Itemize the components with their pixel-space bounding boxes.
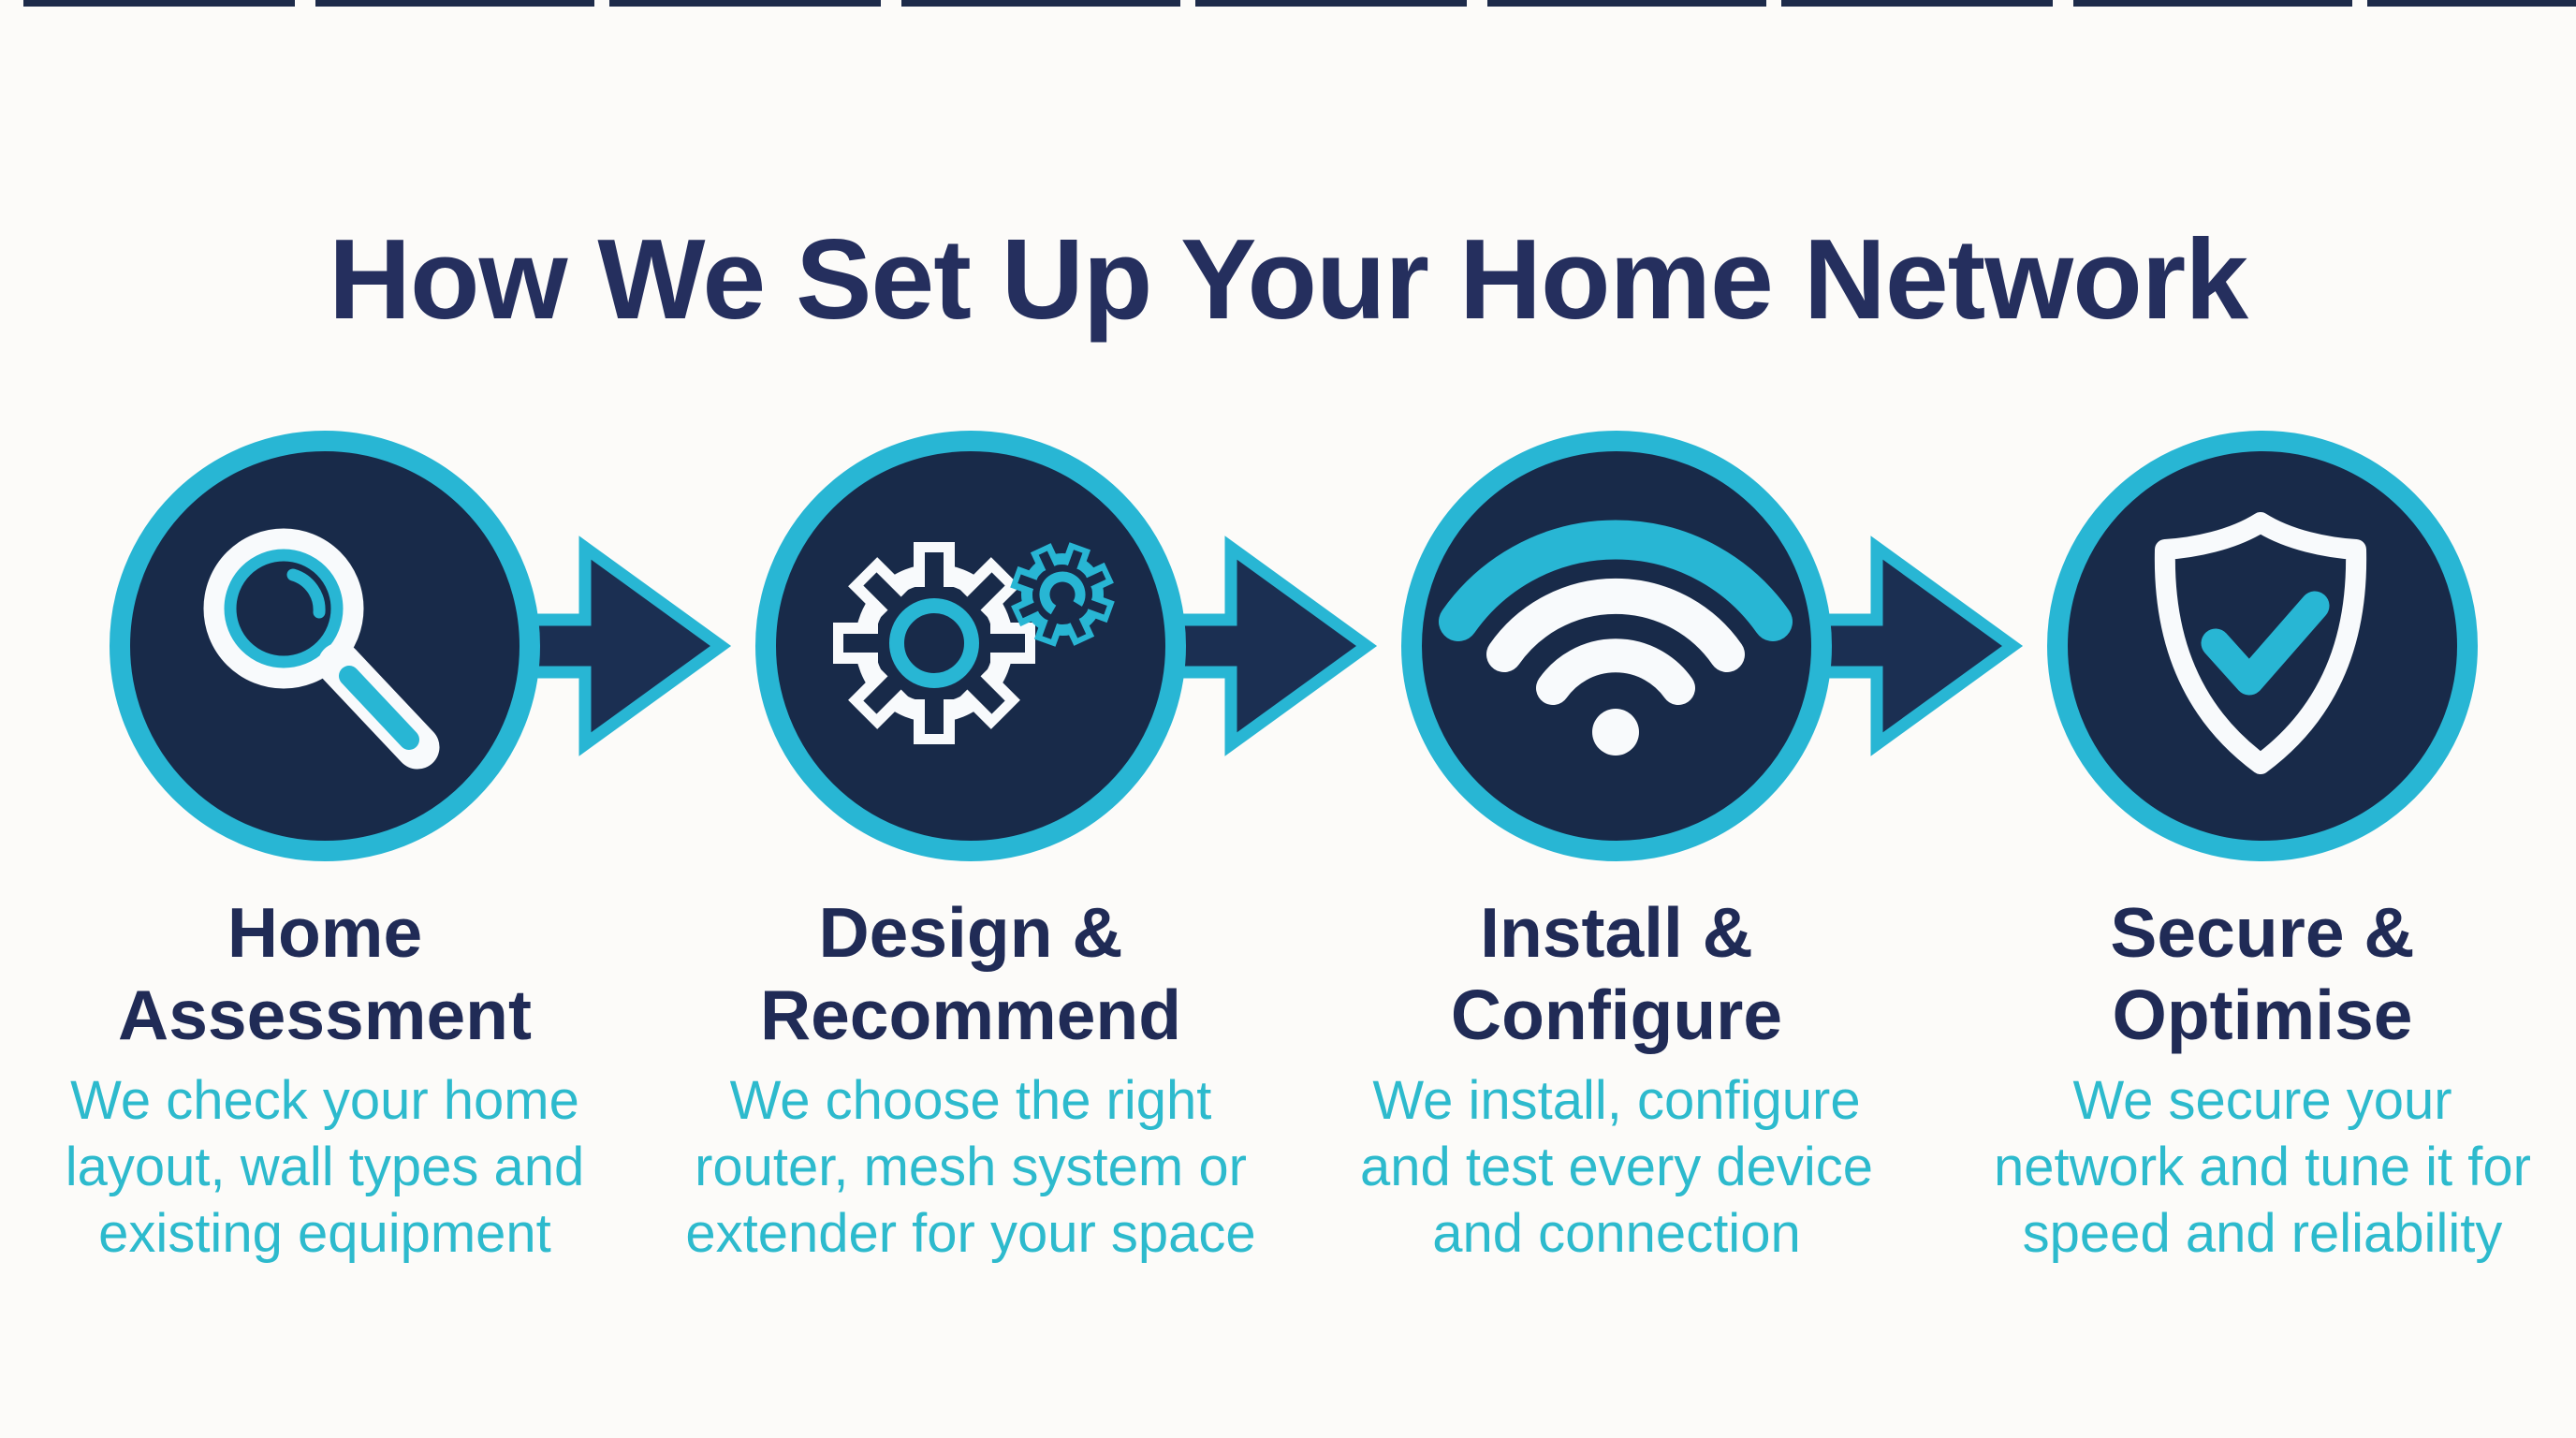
step-description-line: extender for your space [685, 1203, 1256, 1264]
step-circle [755, 431, 1186, 861]
top-edge-banner [23, 0, 2576, 7]
step-description-line: layout, wall types and [65, 1137, 585, 1197]
step-heading: Home Assessment [2, 891, 648, 1056]
page-title: How We Set Up Your Home Network [328, 214, 2248, 343]
step-heading-line: Assessment [118, 976, 532, 1054]
magnifier-icon [203, 528, 440, 770]
step-description: We choose the right router, mesh system … [648, 1067, 1294, 1267]
step-description-line: speed and reliability [2022, 1203, 2503, 1264]
gears-icon [833, 542, 1115, 744]
step-heading: Install & Configure [1294, 891, 1939, 1056]
step-heading-line: Secure & [2110, 893, 2415, 972]
step-description-line: We choose the right [729, 1070, 1212, 1131]
step-description-line: We install, configure [1372, 1070, 1861, 1131]
shield-check-icon [2154, 512, 2367, 774]
step-heading-line: Optimise [2112, 976, 2413, 1054]
step-description: We install, configure and test every dev… [1294, 1067, 1939, 1267]
step-description-line: We secure your [2072, 1070, 2452, 1131]
big-gear-teeth [833, 542, 1035, 744]
step-heading-line: Home [227, 893, 423, 972]
step-heading-line: Install & [1480, 893, 1753, 972]
wifi-icon [1439, 520, 1793, 756]
step-heading: Secure & Optimise [1939, 891, 2576, 1056]
step-heading-line: Design & [818, 893, 1123, 972]
step-circle [110, 431, 540, 861]
step-heading-line: Recommend [759, 976, 1182, 1054]
step-description: We check your home layout, wall types an… [2, 1067, 648, 1267]
step-description-line: router, mesh system or [695, 1137, 1247, 1197]
small-gear-teeth [1010, 542, 1115, 647]
step-description-line: existing equipment [98, 1203, 551, 1264]
step-circle [2047, 431, 2478, 861]
step-description-line: We check your home [70, 1070, 579, 1131]
step-description-line: and test every device [1359, 1137, 1874, 1197]
step-circle [1401, 431, 1832, 861]
step-description-line: network and tune it for [1994, 1137, 2531, 1197]
step-description-line: and connection [1432, 1203, 1801, 1264]
step-heading: Design & Recommend [648, 891, 1294, 1056]
step-description: We secure your network and tune it for s… [1939, 1067, 2576, 1267]
step-heading-line: Configure [1450, 976, 1783, 1054]
